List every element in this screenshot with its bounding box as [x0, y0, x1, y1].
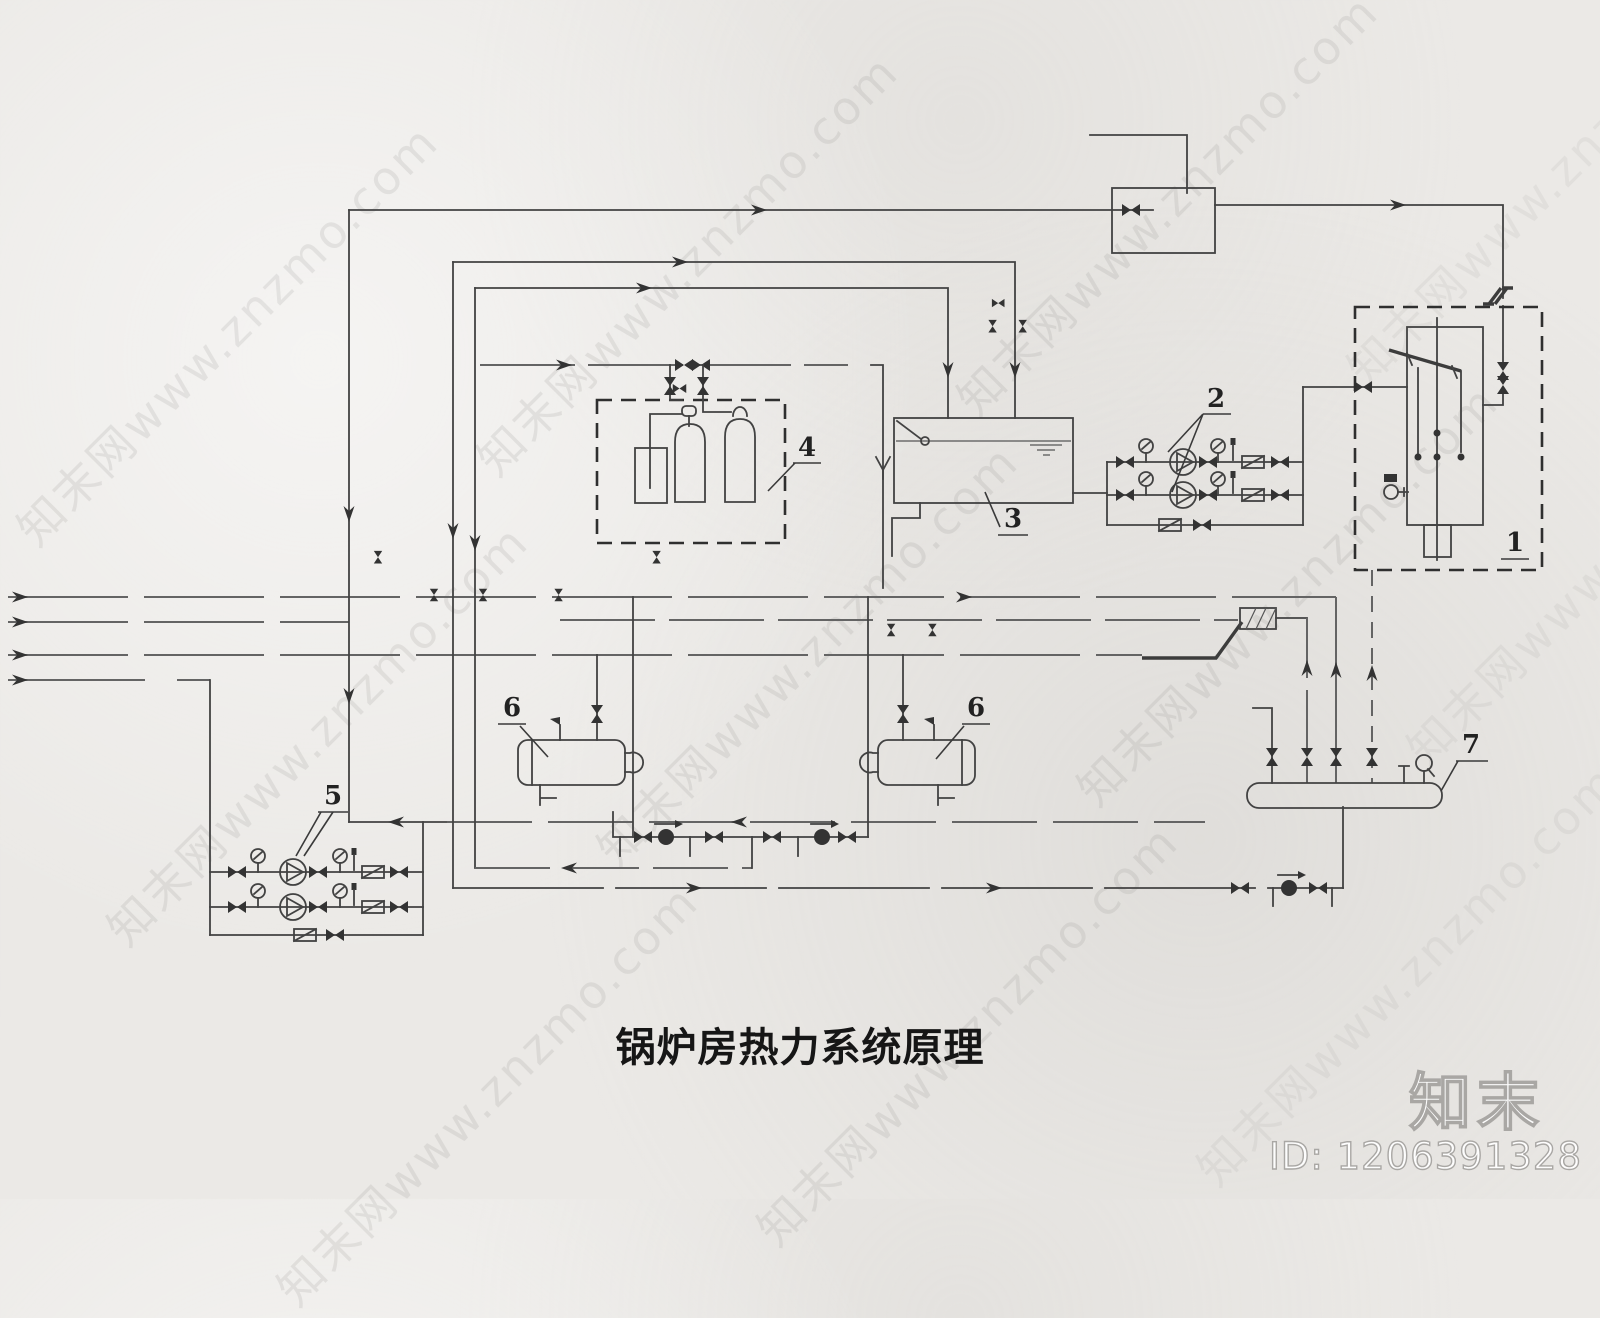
label-circulating-pumps: 5 [324, 781, 342, 811]
feed-pump-group [1106, 381, 1408, 532]
label-water-tank: 3 [1004, 504, 1022, 534]
drawing-title: 锅炉房热力系统原理 [615, 1025, 985, 1071]
circulating-pump-group [209, 679, 424, 942]
boiler-unit [988, 298, 1544, 572]
label-boiler: 1 [1506, 528, 1524, 558]
site-logo-text: 知末 [1408, 1065, 1545, 1140]
dirt-separator [1142, 607, 1308, 660]
distribution-header [1246, 748, 1443, 809]
label-heat-exchanger-right: 6 [967, 693, 985, 723]
label-heat-exchanger-left: 6 [503, 693, 521, 723]
boiler-room-schematic: 1 2 3 4 5 6 6 7 [8, 134, 1544, 942]
heat-exchanger-right [652, 550, 976, 838]
resource-id: ID: 1206391328 [1268, 1134, 1582, 1178]
heat-exchanger-left [373, 550, 644, 838]
water-treatment-unit [595, 359, 787, 545]
equipment-labels: 1 2 3 4 5 6 6 7 [295, 384, 1529, 857]
label-distribution-header: 7 [1462, 730, 1480, 760]
condensate-pump-line [429, 588, 869, 857]
label-water-treatment: 4 [798, 433, 816, 463]
expansion-tank [1089, 134, 1513, 406]
makeup-line [886, 623, 1333, 907]
pipe-break-symbol [1483, 286, 1513, 306]
water-tank [672, 384, 1108, 557]
flow-arrows [343, 199, 1406, 894]
pipe-loops [348, 209, 1373, 889]
label-feed-pumps: 2 [1207, 384, 1225, 414]
external-mains [8, 591, 1336, 686]
